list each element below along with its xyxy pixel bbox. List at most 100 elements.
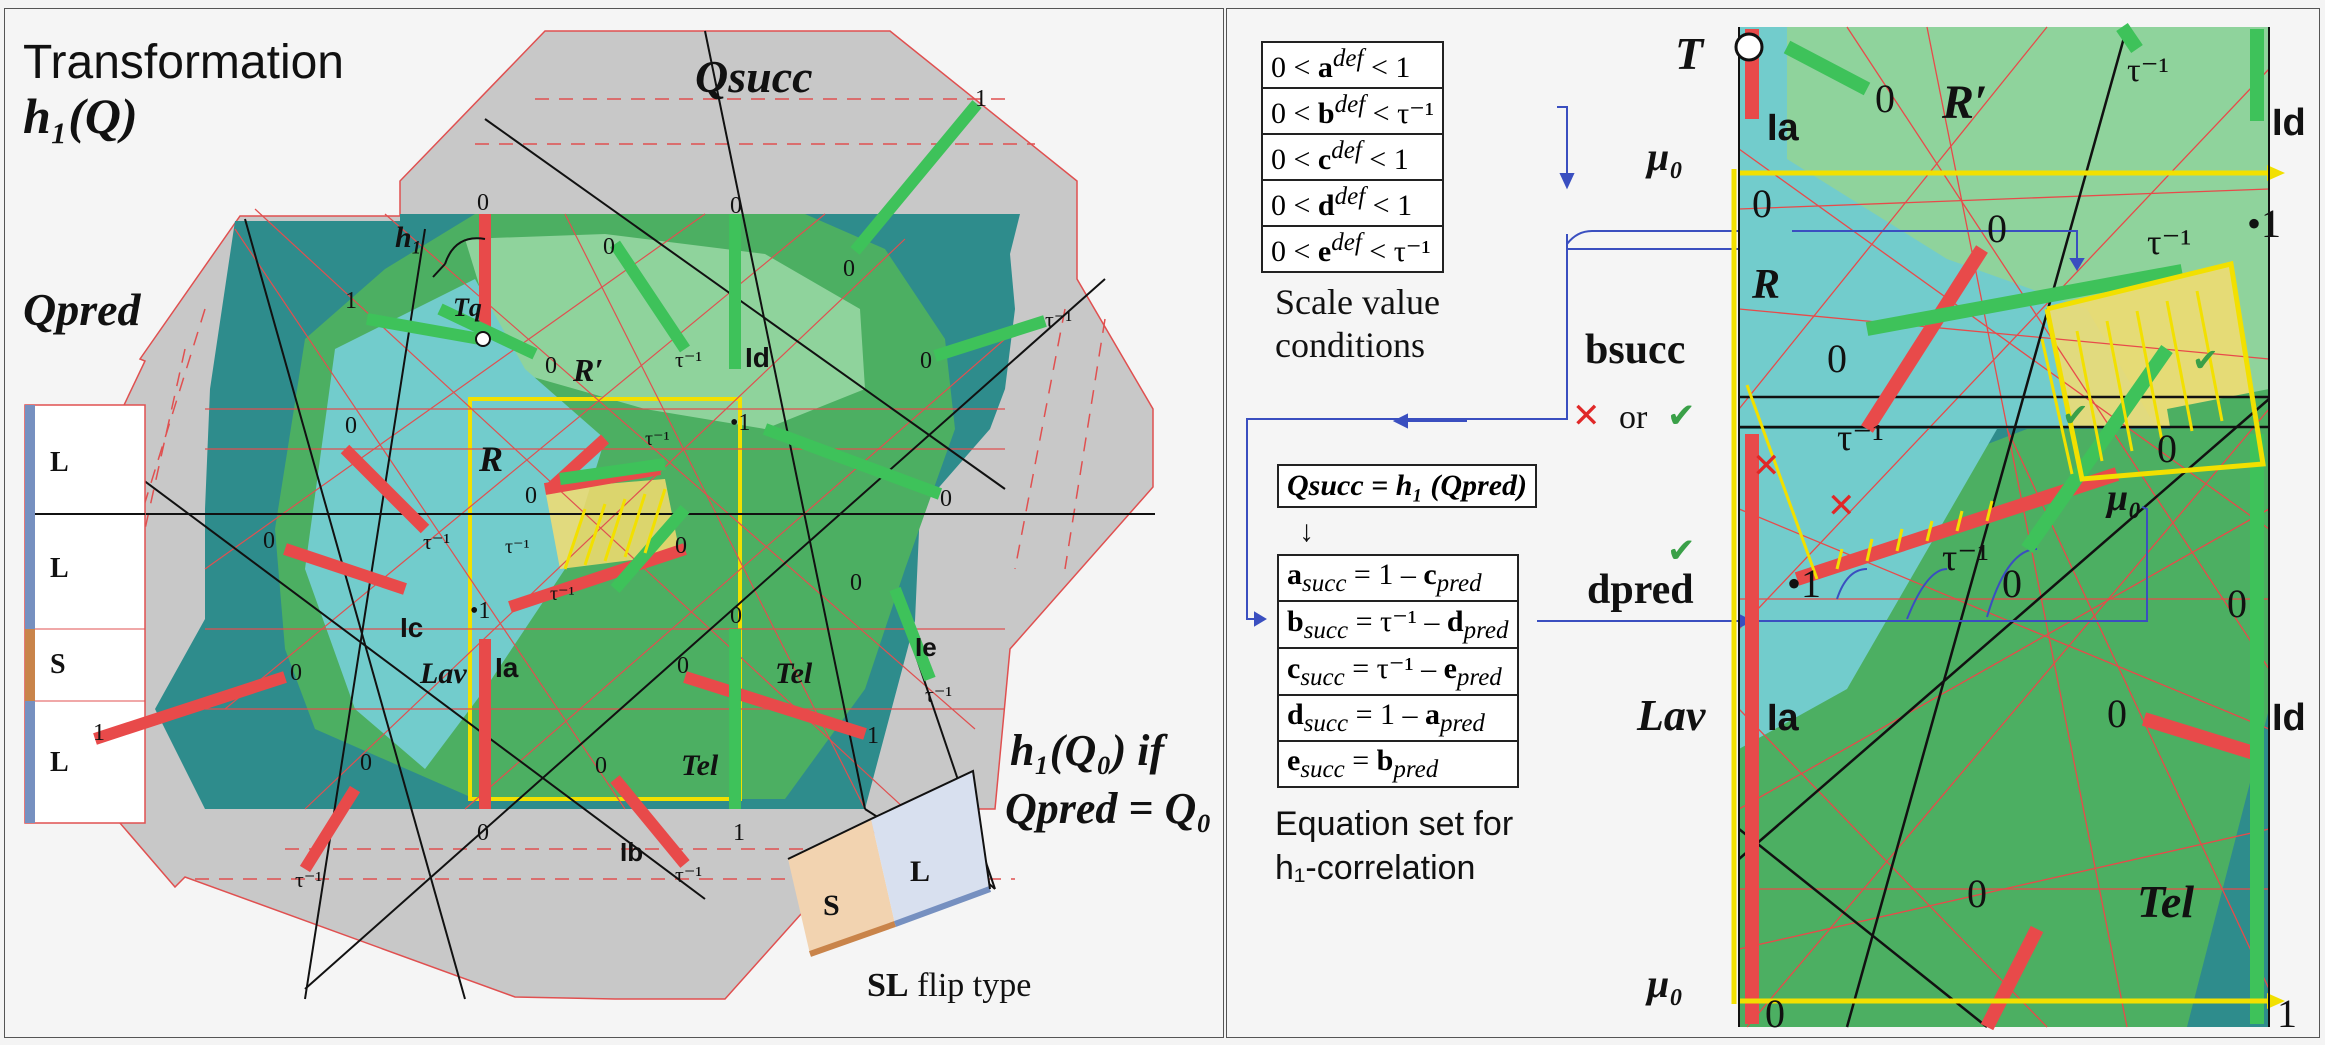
- zero-e: 0: [545, 354, 557, 378]
- tau-a: τ⁻¹: [675, 349, 702, 371]
- check-icon-2: ✔: [1667, 534, 1696, 568]
- id-right-top: Id: [2272, 104, 2306, 142]
- tau-f: τ⁻¹: [925, 684, 952, 706]
- cross-icon-2: ✕: [1752, 449, 1781, 483]
- zero-m: 0: [360, 751, 372, 775]
- strip-l2: L: [50, 555, 69, 583]
- zero-n: 0: [677, 654, 689, 678]
- tel-label-2: Tel: [681, 751, 718, 781]
- cond-d: 0 < ddef < 1: [1262, 180, 1443, 226]
- right-panel: 0 < adef < 1 0 < bdef < τ⁻¹ 0 < cdef < 1…: [1226, 8, 2320, 1038]
- ib-label: Ib: [620, 839, 643, 865]
- cond-a: 0 < adef < 1: [1262, 42, 1443, 88]
- eq-c: csucc = τ⁻¹ – epred: [1278, 648, 1518, 695]
- tau-i: τ⁻¹: [550, 584, 575, 604]
- cross-icon: ✕: [1572, 399, 1601, 433]
- one-c: 1: [975, 87, 987, 111]
- r-zero-g: 0: [2227, 584, 2247, 624]
- b-succ-label: bsucc: [1585, 329, 1685, 371]
- title-line1: Transformation: [23, 39, 344, 87]
- r-zero-b: 0: [1752, 184, 1772, 224]
- tq-circle: [476, 332, 490, 346]
- dot-one-a: •1: [730, 411, 750, 435]
- tau-b: τ⁻¹: [1045, 309, 1072, 331]
- r-mu0-mid: μ₀: [2107, 479, 2141, 517]
- rprime-label-right: R′: [1942, 79, 1988, 127]
- sl-s-label: S: [823, 891, 840, 921]
- id-right-bottom: Id: [2272, 699, 2306, 737]
- eq-caption-2: h₁-correlation: [1275, 851, 1475, 885]
- lav-label-right: Lav: [1637, 694, 1705, 738]
- h1q0-line2: Qpred = Q₀: [1005, 787, 1212, 831]
- zero-r: 0: [525, 484, 537, 508]
- tau-d: τ⁻¹: [295, 869, 322, 891]
- r-label: R: [479, 441, 503, 477]
- h1-label: h₁: [395, 223, 422, 253]
- r-dot-one-a: •1: [2247, 204, 2281, 244]
- scale-caption-2: conditions: [1275, 327, 1425, 363]
- zero-j: 0: [345, 414, 357, 438]
- strip-l3: L: [50, 749, 69, 777]
- t-label: T: [1675, 31, 1703, 77]
- cond-b: 0 < bdef < τ⁻¹: [1262, 88, 1443, 134]
- r-zero-d: 0: [1827, 339, 1847, 379]
- tel-label-right: Tel: [2137, 879, 2194, 925]
- cond-e: 0 < edef < τ⁻¹: [1262, 226, 1443, 272]
- q-pred-label: Qpred: [23, 287, 141, 333]
- zero-g: 0: [920, 349, 932, 373]
- mu0-bottom: μ₀: [1647, 964, 1683, 1004]
- check-icon-4: ✔: [2192, 344, 2219, 376]
- rprime-label: R′: [573, 354, 603, 386]
- tau-e: τ⁻¹: [675, 864, 702, 886]
- tau-h: τ⁻¹: [505, 537, 530, 557]
- strip-s: S: [50, 651, 66, 679]
- r-one-bottom: 1: [2277, 994, 2297, 1034]
- r-zero-c: 0: [1987, 209, 2007, 249]
- zero-h: 0: [843, 257, 855, 281]
- cond-c: 0 < cdef < 1: [1262, 134, 1443, 180]
- zero-l: 0: [290, 661, 302, 685]
- zero-d: 0: [730, 604, 742, 628]
- id-label: Id: [745, 344, 770, 372]
- eq-a: asucc = 1 – cpred: [1278, 555, 1518, 601]
- one-a: 1: [345, 289, 357, 313]
- zero-k: 0: [263, 529, 275, 553]
- zero-f: 0: [603, 235, 615, 259]
- r-zero-f: 0: [2002, 564, 2022, 604]
- tau-g: τ⁻¹: [645, 429, 670, 449]
- one-d: 1: [93, 721, 105, 745]
- h1q0-line1: h₁(Q₀) if: [1010, 729, 1164, 773]
- or-text: or: [1619, 401, 1647, 435]
- ic-label: Ic: [400, 614, 423, 642]
- sl-caption: SL flip type: [867, 969, 1031, 1003]
- r-tau-d: τ⁻¹: [1942, 539, 1989, 577]
- r-zero-h: 0: [2107, 694, 2127, 734]
- eq-b: bsucc = τ⁻¹ – dpred: [1278, 601, 1518, 648]
- conditions-table: 0 < adef < 1 0 < bdef < τ⁻¹ 0 < cdef < 1…: [1261, 41, 1444, 273]
- r-dot-one-b: •1: [1787, 564, 1821, 604]
- zero-a: 0: [477, 191, 489, 215]
- strip-box: [25, 405, 145, 823]
- zero-p: 0: [850, 571, 862, 595]
- equations-table: asucc = 1 – cpred bsucc = τ⁻¹ – dpred cs…: [1277, 554, 1519, 788]
- ia-right-bottom: Ia: [1767, 699, 1799, 737]
- mu0-top: μ₀: [1647, 137, 1683, 177]
- zero-o: 0: [595, 754, 607, 778]
- r-label-right: R: [1752, 264, 1780, 306]
- tel-label-1: Tel: [775, 659, 812, 689]
- r-zero-j: 0: [1765, 994, 1785, 1034]
- sl-l-label: L: [910, 857, 930, 887]
- title-line2: h₁(Q): [23, 91, 138, 141]
- r-tau-a: τ⁻¹: [2127, 54, 2169, 88]
- lav-label: Lav: [420, 659, 467, 689]
- check-icon-1: ✔: [1667, 399, 1696, 433]
- left-panel: Transformation h₁(Q) Qpred Qsucc h₁ Tq R…: [4, 8, 1224, 1038]
- left-diagram: [5, 9, 1223, 1037]
- tq-label: Tq: [453, 295, 482, 321]
- zero-b: 0: [477, 821, 489, 845]
- strip-l1: L: [50, 449, 69, 477]
- ia-label: Ia: [495, 654, 518, 682]
- zero-i: 0: [940, 487, 952, 511]
- check-icon-3: ✔: [2062, 399, 2089, 431]
- tau-c: τ⁻¹: [423, 531, 450, 553]
